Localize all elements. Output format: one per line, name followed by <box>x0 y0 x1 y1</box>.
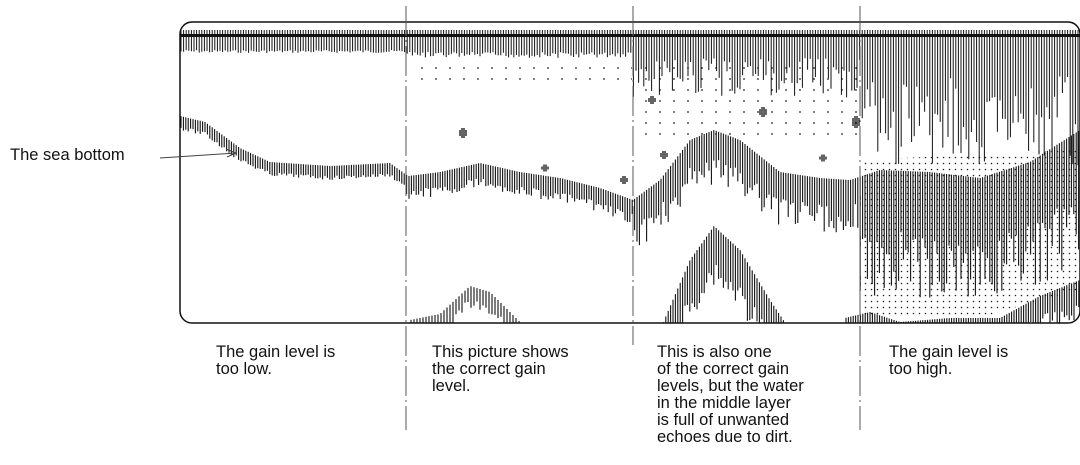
echogram-screen <box>180 30 1080 323</box>
panel-2-caption: This picture shows the correct gain leve… <box>432 343 569 395</box>
panel-3-caption: This is also one of the correct gain lev… <box>657 343 804 446</box>
echogram-frame <box>179 21 1080 324</box>
panel-dividers <box>405 6 861 430</box>
panel-4-caption: The gain level is too high. <box>889 343 1009 378</box>
sea-bottom-callout: The sea bottom <box>10 146 125 164</box>
callout-arrow <box>159 148 238 159</box>
panel-1-caption: The gain level is too low. <box>216 343 336 378</box>
